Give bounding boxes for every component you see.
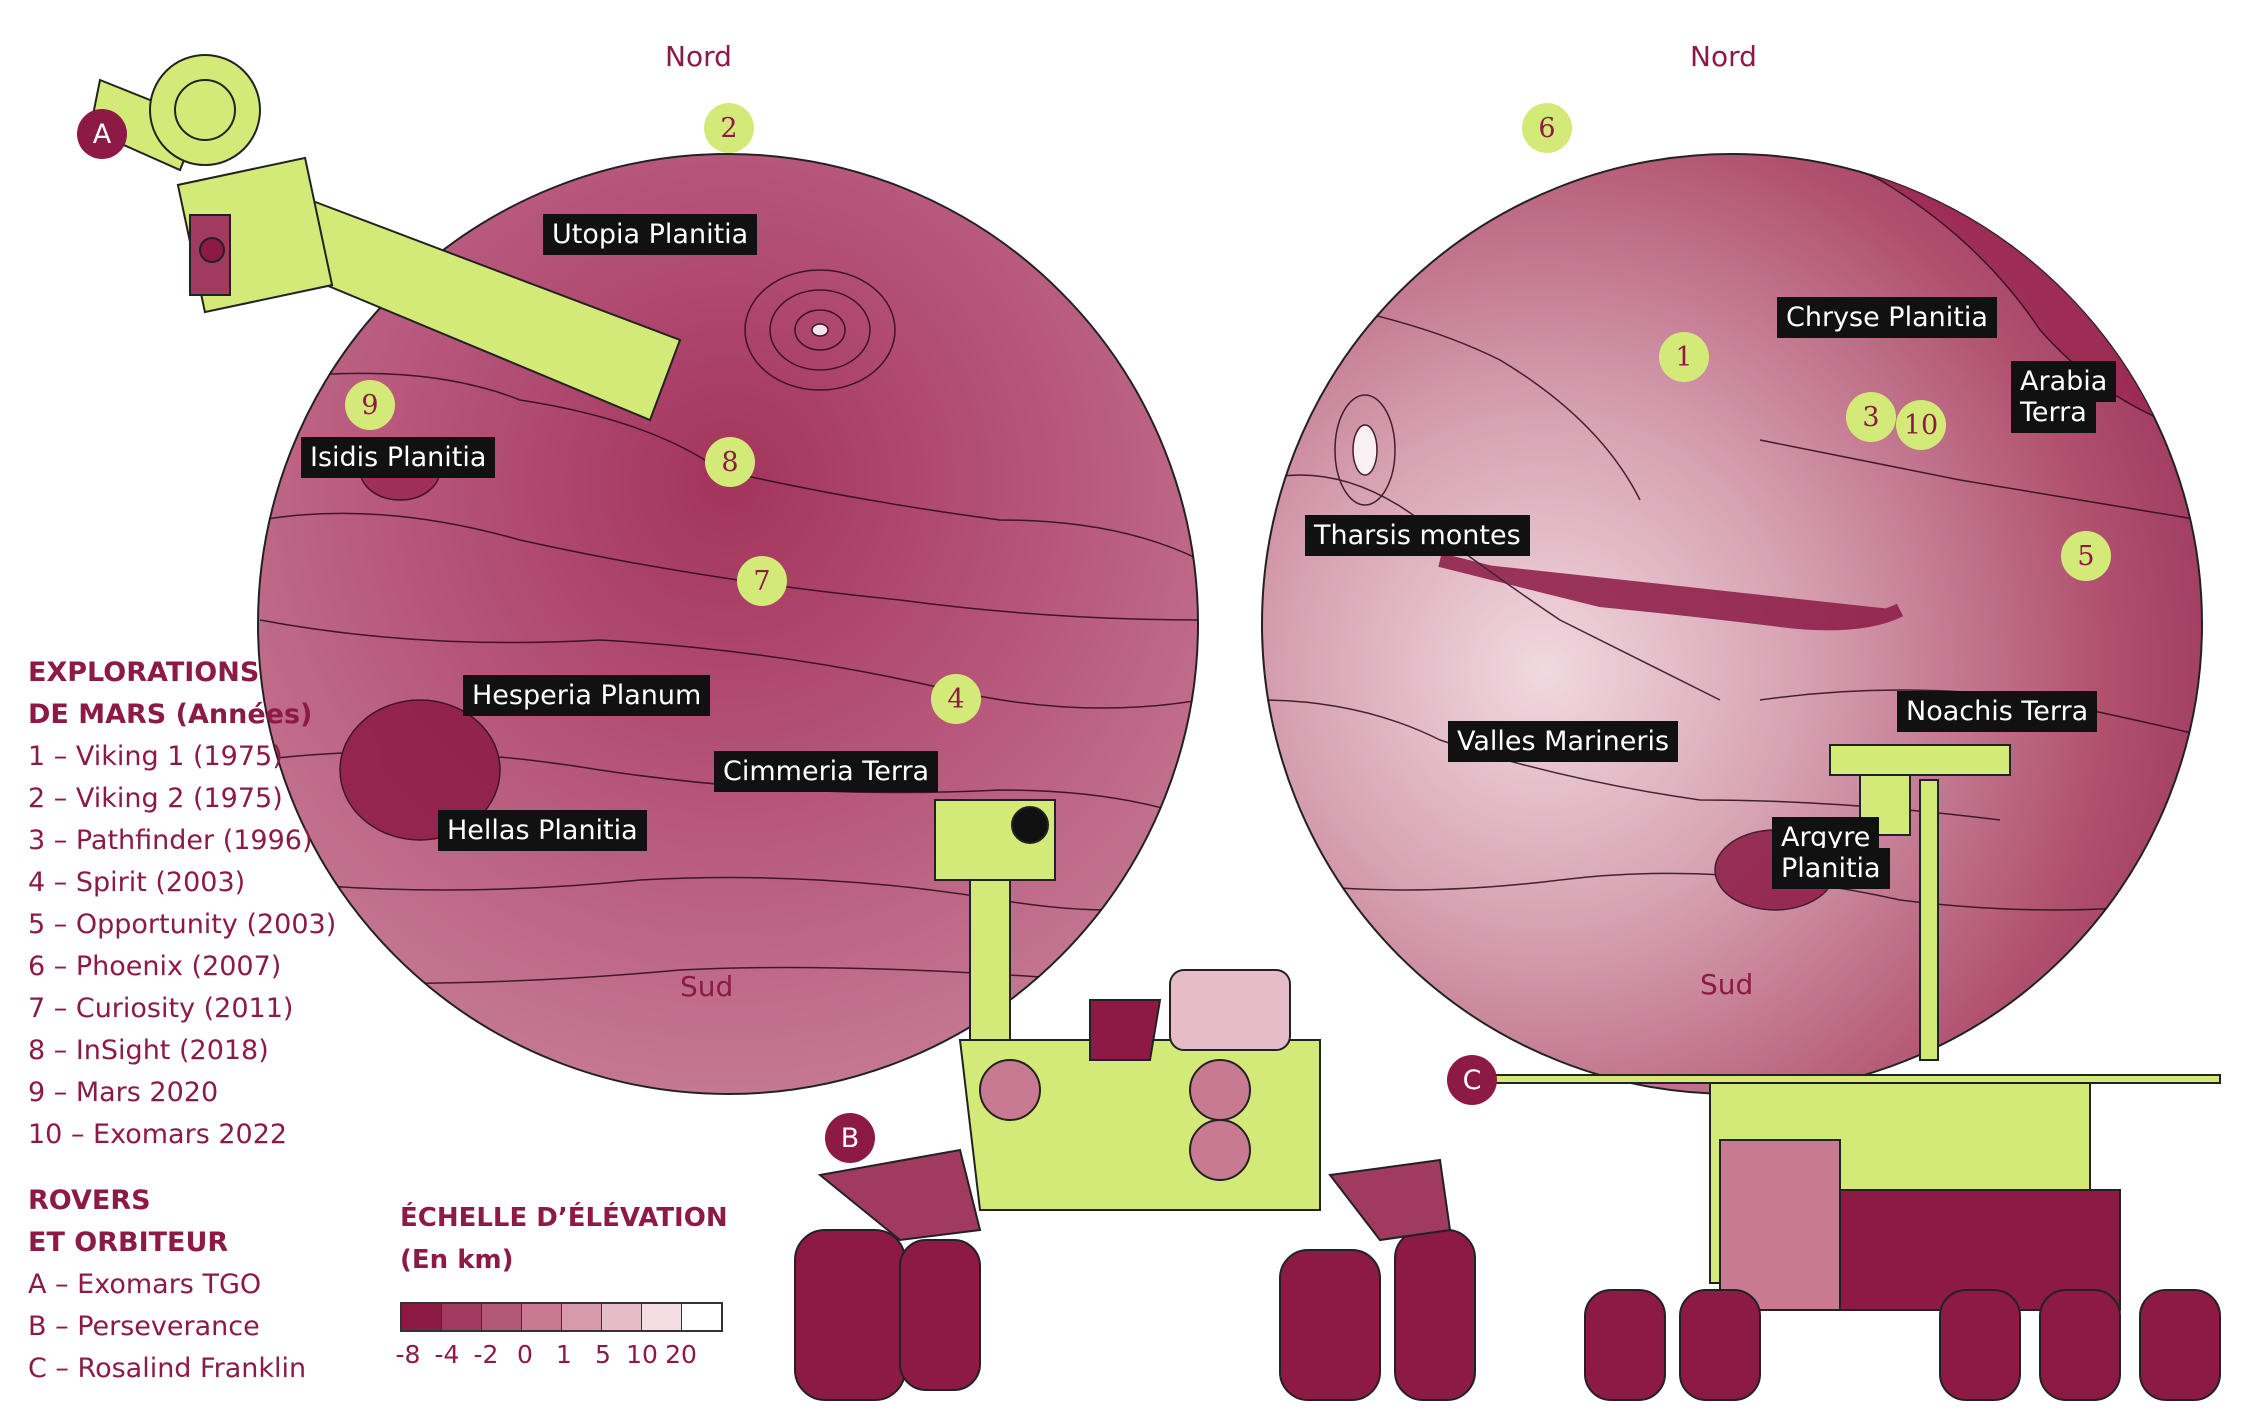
elevation-swatch-8: [682, 1304, 721, 1330]
label-chryse-planitia: Chryse Planitia: [1777, 297, 1997, 339]
legend-mission-1: 1 – Viking 1 (1975): [28, 741, 283, 772]
vehicle-marker-c: C: [1447, 1055, 1497, 1105]
legend-vehicle-a: A – Exomars TGO: [28, 1269, 262, 1300]
elevation-scale-ticks: -8 -4 -2 0 1 5 10 20: [388, 1340, 748, 1372]
label-noachis-terra: Noachis Terra: [1897, 691, 2098, 733]
elevation-swatch-2: [442, 1304, 482, 1330]
label-argyre-line2: Planitia: [1772, 848, 1890, 890]
vehicle-marker-a: A: [77, 109, 127, 159]
legend-mission-5: 5 – Opportunity (2003): [28, 909, 337, 940]
elevation-tick: -4: [434, 1340, 460, 1369]
site-marker-6: 6: [1522, 103, 1572, 153]
site-marker-3: 3: [1846, 392, 1896, 442]
site-marker-2: 2: [704, 103, 754, 153]
site-marker-8: 8: [705, 437, 755, 487]
site-marker-1: 1: [1659, 332, 1709, 382]
legend-missions-title-1: EXPLORATIONS: [28, 657, 260, 688]
elevation-swatch-7: [642, 1304, 682, 1330]
legend-missions: EXPLORATIONS DE MARS (Années) 1 – Viking…: [28, 652, 336, 1156]
vehicle-marker-b: B: [825, 1113, 875, 1163]
elevation-swatch-6: [602, 1304, 642, 1330]
elevation-color-swatches: [400, 1302, 723, 1332]
rover-rosalind-franklin: [1489, 744, 2221, 1401]
legend-vehicles-title-1: ROVERS: [28, 1185, 151, 1216]
elevation-swatch-5: [562, 1304, 602, 1330]
globe-west: [257, 153, 1199, 1095]
orbiter-exomars-tgo: [88, 54, 682, 422]
elevation-tick: 20: [665, 1340, 697, 1369]
legend-mission-2: 2 – Viking 2 (1975): [28, 783, 283, 814]
legend-mission-4: 4 – Spirit (2003): [28, 867, 246, 898]
elevation-tick: 0: [517, 1340, 533, 1369]
label-hellas-planitia: Hellas Planitia: [438, 810, 647, 852]
label-utopia-planitia: Utopia Planitia: [543, 214, 758, 256]
south-label-east: Sud: [1700, 968, 1754, 1001]
legend-vehicle-c: C – Rosalind Franklin: [28, 1353, 307, 1384]
rover-perseverance: [794, 799, 1476, 1401]
elevation-scale-title: ÉCHELLE D’ÉLÉVATION: [400, 1203, 728, 1233]
elevation-tick: 1: [556, 1340, 572, 1369]
legend-mission-10: 10 – Exomars 2022: [28, 1119, 288, 1150]
legend-vehicles-title-2: ET ORBITEUR: [28, 1227, 229, 1258]
label-cimmeria-terra: Cimmeria Terra: [714, 751, 939, 793]
elevation-scale-unit: (En km): [400, 1245, 514, 1275]
north-label-west: Nord: [665, 40, 732, 73]
elevation-tick: 10: [626, 1340, 658, 1369]
site-marker-7: 7: [737, 556, 787, 606]
elevation-scale: ÉCHELLE D’ÉLÉVATION (En km) -8 -4 -2 0 1…: [396, 1197, 728, 1369]
elevation-swatch-1: [402, 1304, 442, 1330]
site-marker-5: 5: [2061, 531, 2111, 581]
site-marker-10: 10: [1896, 400, 1946, 450]
site-marker-4: 4: [931, 674, 981, 724]
globe-east: [1261, 153, 2203, 1095]
legend-mission-9: 9 – Mars 2020: [28, 1077, 219, 1108]
legend-missions-title-2: DE MARS (Années): [28, 699, 313, 730]
label-arabia-line2: Terra: [2011, 392, 2096, 434]
label-isidis-planitia: Isidis Planitia: [301, 437, 496, 479]
legend-mission-3: 3 – Pathfinder (1996): [28, 825, 313, 856]
site-marker-9: 9: [345, 380, 395, 430]
legend-mission-6: 6 – Phoenix (2007): [28, 951, 282, 982]
elevation-tick: -8: [395, 1340, 421, 1369]
elevation-tick: 5: [595, 1340, 611, 1369]
label-hesperia-planum: Hesperia Planum: [463, 675, 711, 717]
legend-vehicle-b: B – Perseverance: [28, 1311, 260, 1342]
elevation-tick: -2: [473, 1340, 499, 1369]
legend-vehicles: ROVERS ET ORBITEUR A – Exomars TGO B – P…: [28, 1180, 306, 1390]
legend-mission-8: 8 – InSight (2018): [28, 1035, 269, 1066]
legend-mission-7: 7 – Curiosity (2011): [28, 993, 294, 1024]
south-label-west: Sud: [680, 970, 734, 1003]
elevation-swatch-3: [482, 1304, 522, 1330]
label-tharsis-montes: Tharsis montes: [1305, 515, 1530, 557]
north-label-east: Nord: [1690, 40, 1757, 73]
elevation-swatch-4: [522, 1304, 562, 1330]
label-valles-marineris: Valles Marineris: [1448, 721, 1679, 763]
